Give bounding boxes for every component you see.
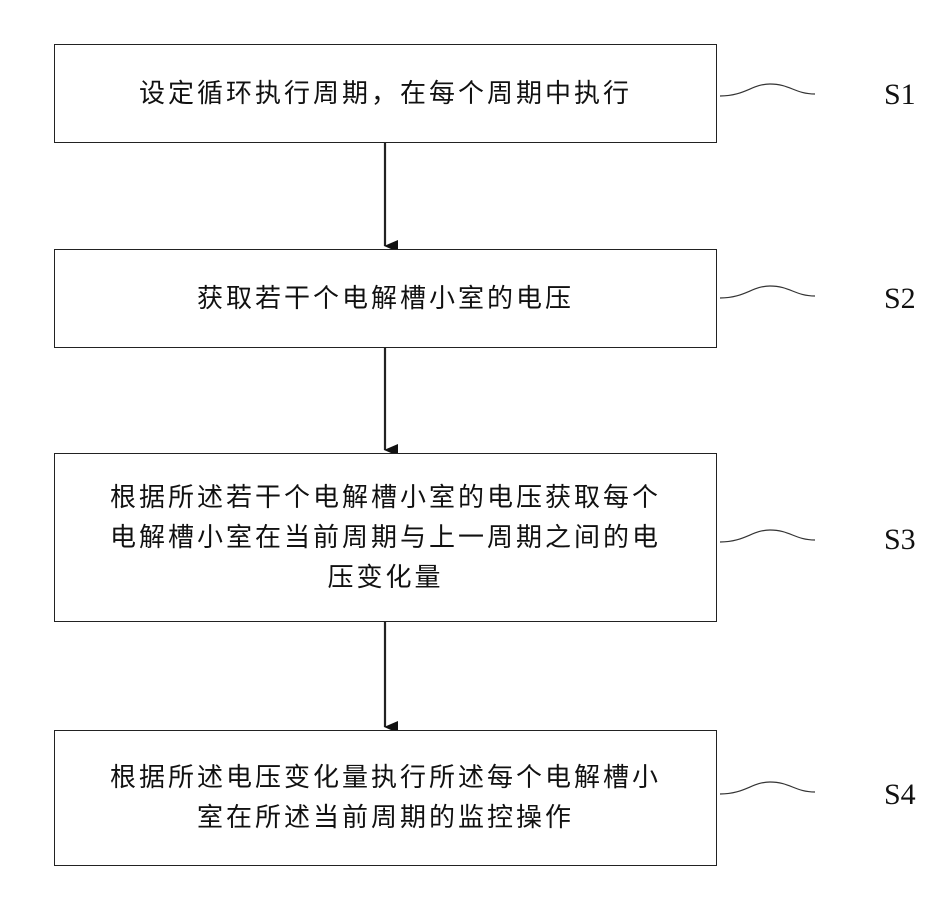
step-box-s1: 设定循环执行周期，在每个周期中执行 — [54, 44, 717, 143]
leader-squiggle-s4 — [720, 782, 815, 794]
leader-squiggle-s3 — [720, 530, 815, 542]
step-label-s3: S3 — [884, 525, 916, 555]
step-text-s4: 根据所述电压变化量执行所述每个电解槽小 室在所述当前周期的监控操作 — [86, 758, 685, 838]
leader-squiggle-s1 — [720, 84, 815, 96]
step-label-s2: S2 — [884, 284, 916, 314]
step-box-s2: 获取若干个电解槽小室的电压 — [54, 249, 717, 348]
step-label-s1: S1 — [884, 80, 916, 110]
step-label-s4: S4 — [884, 780, 916, 810]
step-text-s1: 设定循环执行周期，在每个周期中执行 — [115, 74, 656, 114]
step-box-s3: 根据所述若干个电解槽小室的电压获取每个 电解槽小室在当前周期与上一周期之间的电 … — [54, 453, 717, 622]
step-text-s3: 根据所述若干个电解槽小室的电压获取每个 电解槽小室在当前周期与上一周期之间的电 … — [86, 478, 685, 598]
leader-squiggle-s2 — [720, 286, 815, 298]
step-box-s4: 根据所述电压变化量执行所述每个电解槽小 室在所述当前周期的监控操作 — [54, 730, 717, 866]
step-text-s2: 获取若干个电解槽小室的电压 — [173, 279, 598, 319]
